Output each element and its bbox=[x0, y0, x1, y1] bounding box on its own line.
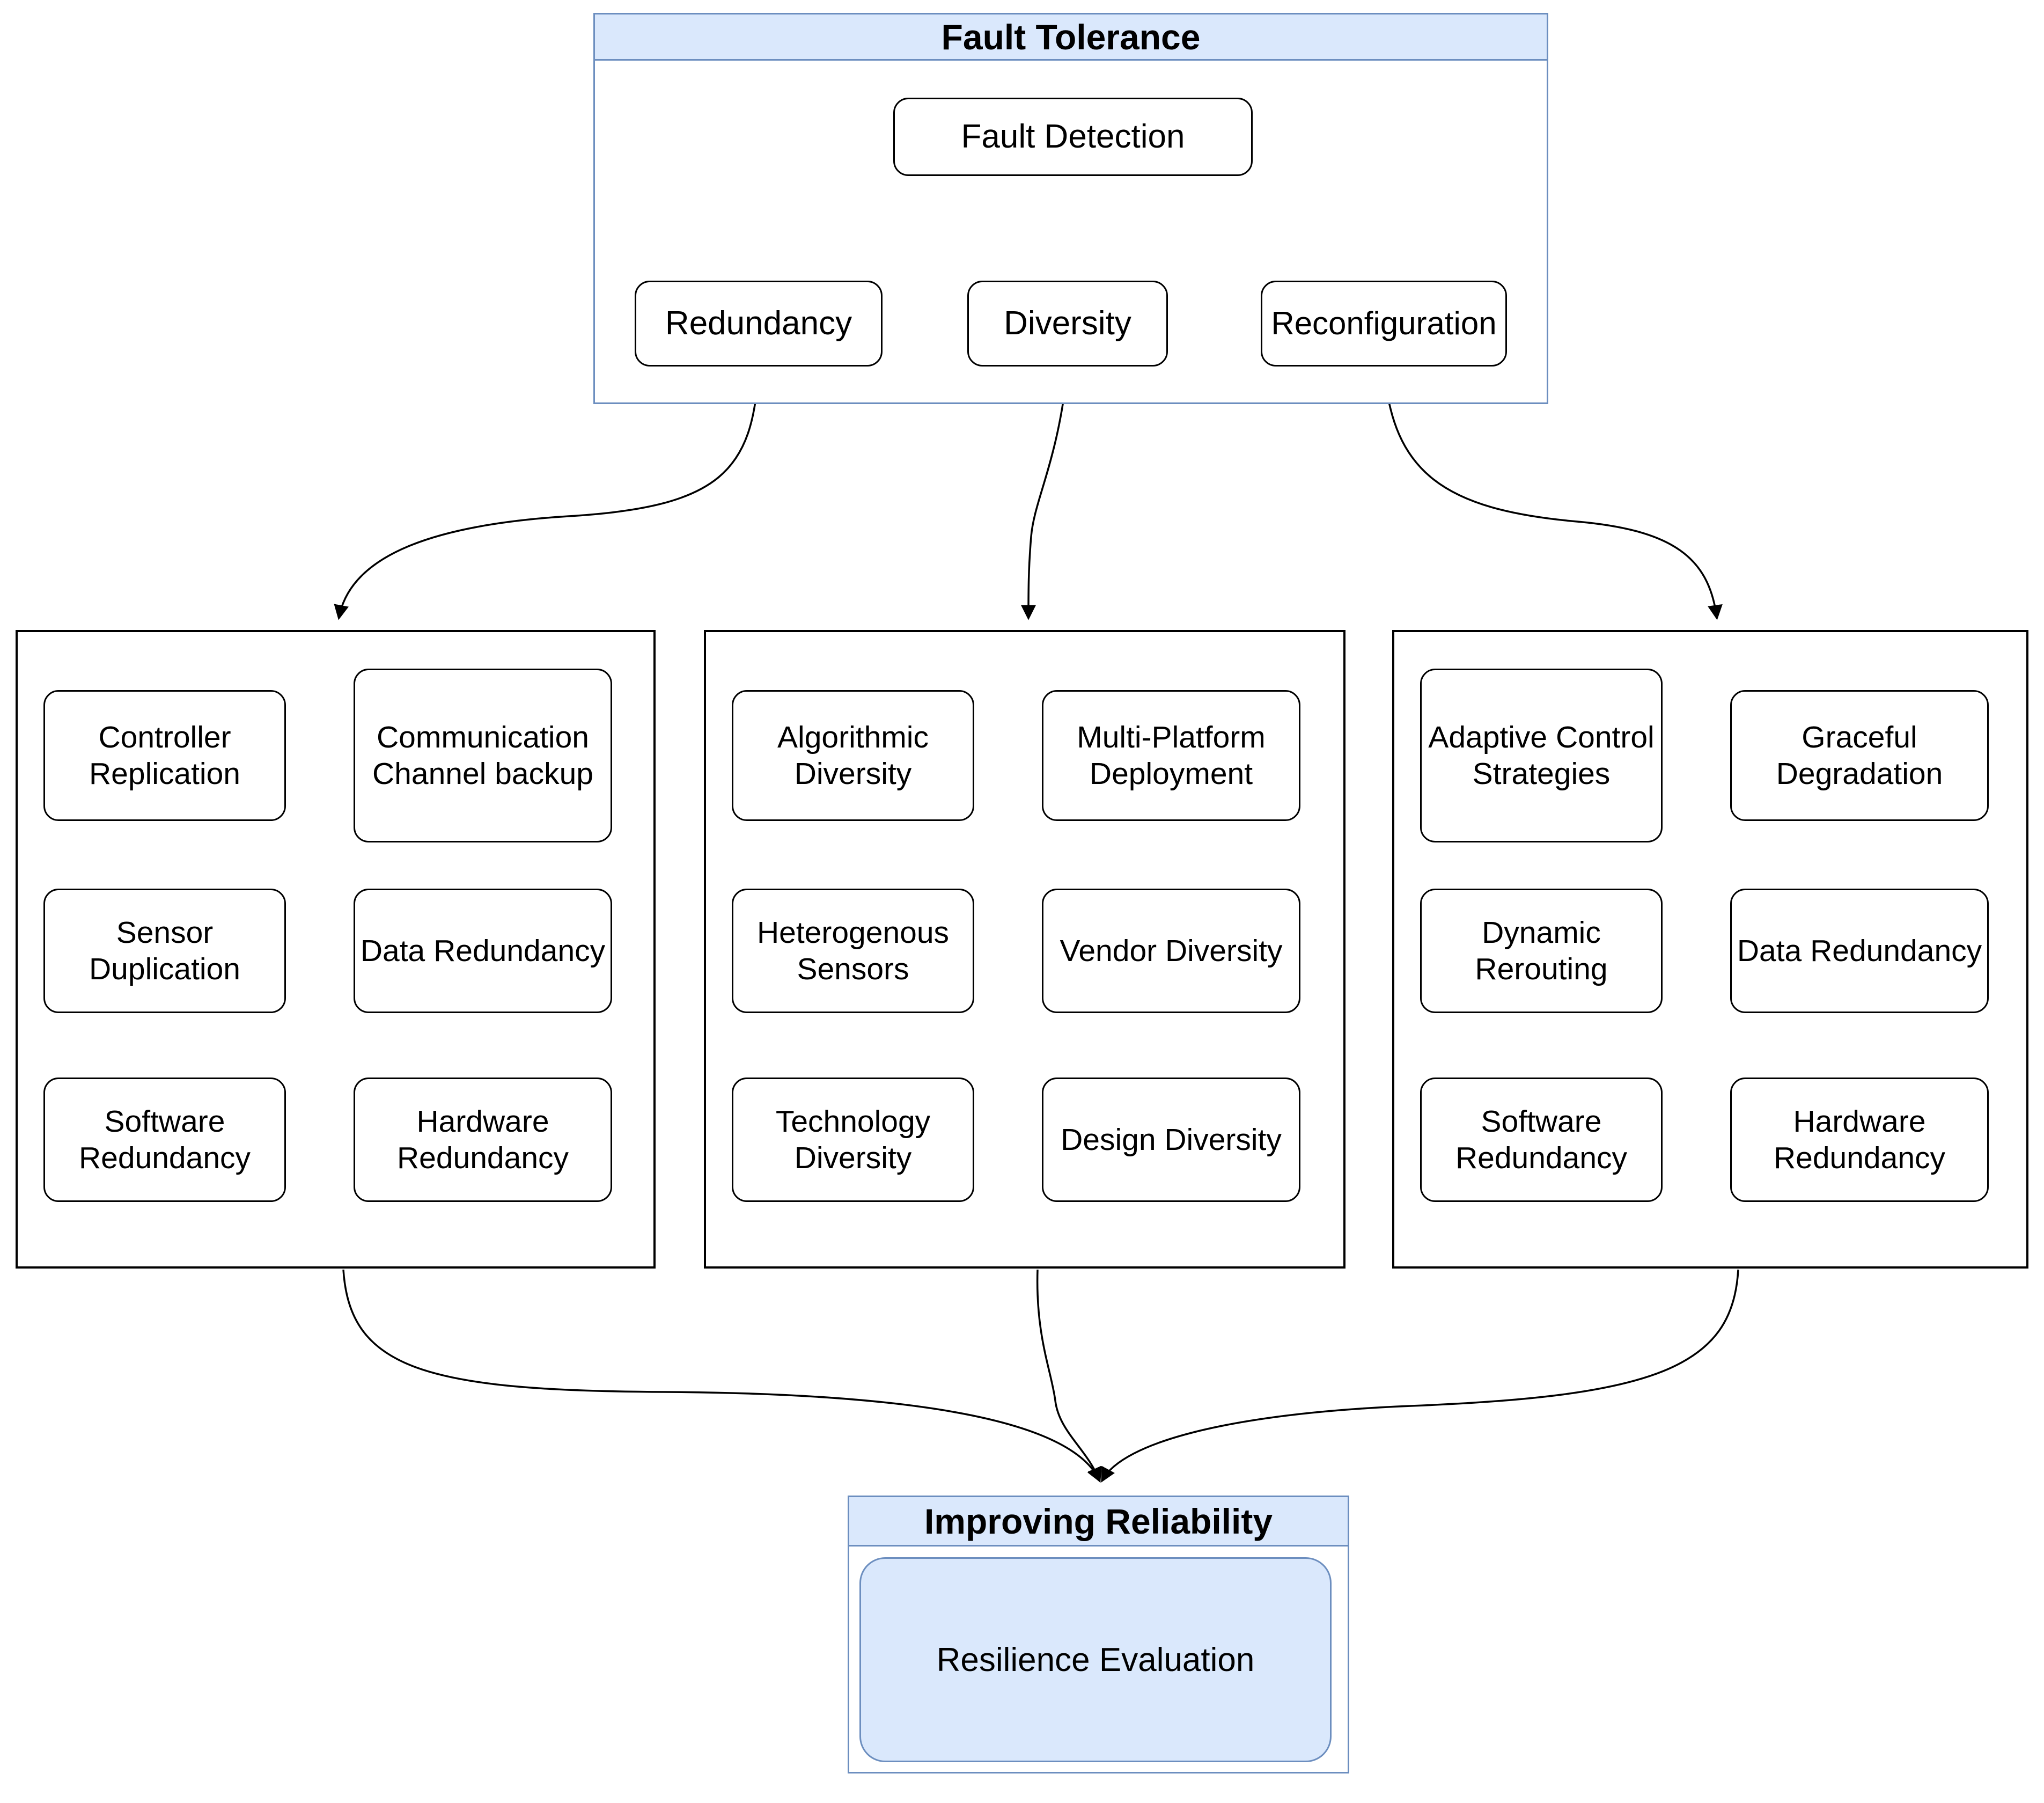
edge-leftgroup-reliability bbox=[342, 1269, 1101, 1483]
node-hardware-redundancy-right: Hardware Redundancy bbox=[1730, 1078, 1989, 1202]
node-heterogenous-sensors: Heterogenous Sensors bbox=[732, 889, 974, 1013]
node-fault-detection: Fault Detection bbox=[893, 98, 1253, 176]
node-reconfiguration: Reconfiguration bbox=[1261, 281, 1507, 367]
edge-redundancy-group bbox=[334, 368, 760, 620]
node-software-redundancy-left: Software Redundancy bbox=[43, 1078, 286, 1202]
edge-rightgroup-reliability bbox=[1101, 1269, 1739, 1483]
edge-reconfiguration-group bbox=[1383, 368, 1723, 620]
node-multi-platform-deployment: Multi-Platform Deployment bbox=[1042, 690, 1300, 821]
node-software-redundancy-right: Software Redundancy bbox=[1420, 1078, 1663, 1202]
node-sensor-duplication: Sensor Duplication bbox=[43, 889, 286, 1013]
node-vendor-diversity: Vendor Diversity bbox=[1042, 889, 1300, 1013]
node-communication-channel-backup: Communication Channel backup bbox=[354, 669, 612, 842]
node-algorithmic-diversity: Algorithmic Diversity bbox=[732, 690, 974, 821]
node-data-redundancy-right: Data Redundancy bbox=[1730, 889, 1989, 1013]
edge-diversity-group bbox=[1021, 368, 1069, 620]
node-redundancy: Redundancy bbox=[635, 281, 883, 367]
node-controller-replication: Controller Replication bbox=[43, 690, 286, 821]
node-dynamic-rerouting: Dynamic Rerouting bbox=[1420, 889, 1663, 1013]
improving-reliability-title: Improving Reliability bbox=[849, 1497, 1348, 1547]
node-diversity: Diversity bbox=[967, 281, 1168, 367]
fault-tolerance-title: Fault Tolerance bbox=[595, 14, 1547, 61]
node-technology-diversity: Technology Diversity bbox=[732, 1078, 974, 1202]
reconfiguration-group-container: Adaptive Control Strategies Graceful Deg… bbox=[1392, 630, 2028, 1269]
node-adaptive-control-strategies: Adaptive Control Strategies bbox=[1420, 669, 1663, 842]
node-hardware-redundancy-left: Hardware Redundancy bbox=[354, 1078, 612, 1202]
node-resilience-evaluation: Resilience Evaluation bbox=[859, 1557, 1332, 1762]
node-data-redundancy-left: Data Redundancy bbox=[354, 889, 612, 1013]
diversity-group-container: Algorithmic Diversity Multi-Platform Dep… bbox=[704, 630, 1345, 1269]
edge-middlegroup-reliability bbox=[1036, 1269, 1102, 1483]
improving-reliability-container: Improving Reliability Resilience Evaluat… bbox=[848, 1496, 1349, 1773]
node-graceful-degradation: Graceful Degradation bbox=[1730, 690, 1989, 821]
redundancy-group-container: Controller Replication Communication Cha… bbox=[16, 630, 656, 1269]
node-design-diversity: Design Diversity bbox=[1042, 1078, 1300, 1202]
